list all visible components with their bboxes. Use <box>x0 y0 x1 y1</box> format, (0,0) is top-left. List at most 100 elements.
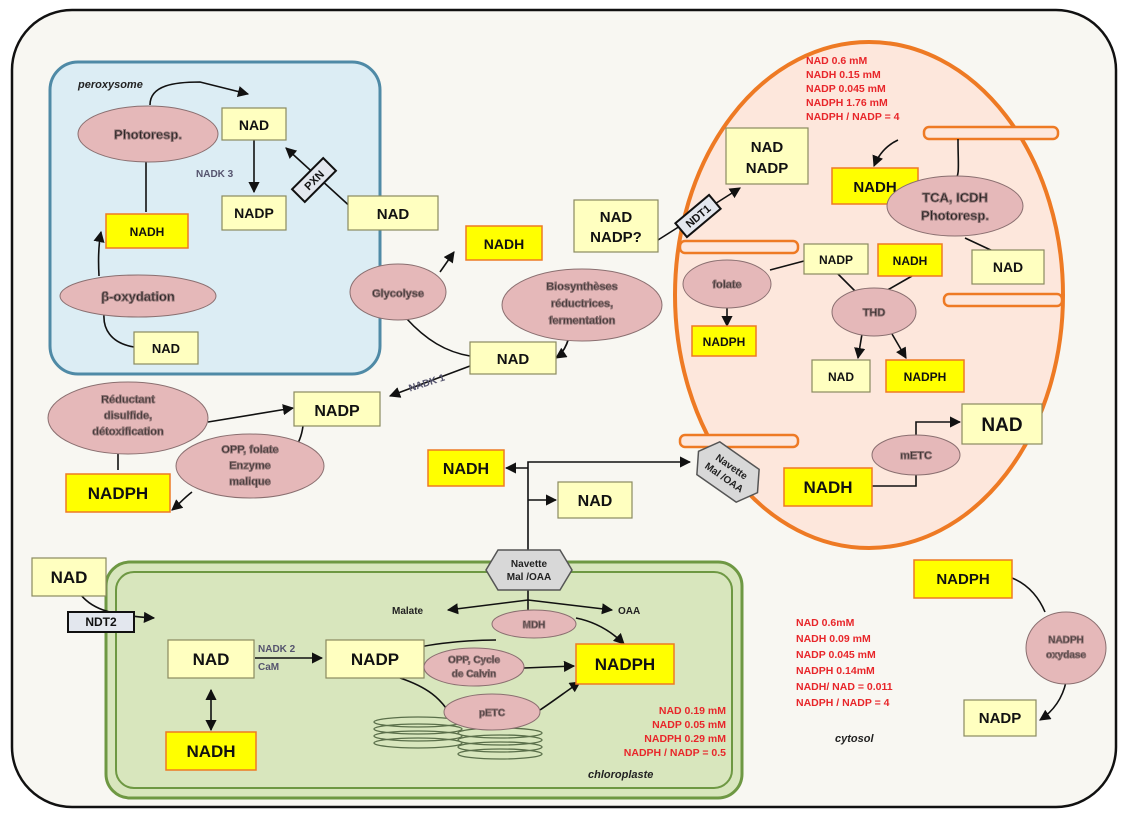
metabolite-box: NADH <box>105 213 189 249</box>
metabolite-box: NADH <box>877 243 943 277</box>
svg-text:NADPH: NADPH <box>936 571 989 588</box>
process-ellipse: Glycolyse <box>349 263 447 321</box>
svg-text:NADH: NADH <box>803 478 852 497</box>
svg-text:NADPH: NADPH <box>88 484 148 503</box>
svg-text:détoxification: détoxification <box>92 426 164 438</box>
metabolite-box: NADP <box>221 195 287 231</box>
cam-label: CaM <box>258 662 279 673</box>
svg-text:NAD: NAD <box>828 370 854 384</box>
svg-text:TCA, ICDH: TCA, ICDH <box>922 190 988 205</box>
svg-text:NAD: NAD <box>981 415 1022 436</box>
svg-text:NAD: NAD <box>497 351 530 368</box>
metabolite-box: NADPH <box>885 359 965 393</box>
svg-text:NAD: NAD <box>751 139 784 156</box>
svg-text:NADPH: NADPH <box>904 370 947 384</box>
metabolite-box: NADH <box>783 467 873 507</box>
metabolite-box: NAD <box>557 481 633 519</box>
chloroplaste-inner <box>115 571 733 789</box>
crista <box>942 292 1064 308</box>
pathway-arrows <box>76 81 1067 732</box>
process-ellipse: THD <box>831 287 917 337</box>
svg-text:NADH 0.15 mM: NADH 0.15 mM <box>806 69 881 81</box>
nadk3-label: NADK 3 <box>196 169 234 180</box>
svg-text:NADP?: NADP? <box>590 229 642 246</box>
svg-text:NAD: NAD <box>239 117 269 133</box>
metabolite-box: NAD <box>221 107 287 141</box>
svg-text:NDT2: NDT2 <box>85 615 117 629</box>
metabolite-box: NADPH <box>65 473 171 513</box>
svg-text:de Calvin: de Calvin <box>452 669 496 680</box>
svg-text:Enzyme: Enzyme <box>229 460 271 472</box>
svg-text:OPP, Cycle: OPP, Cycle <box>448 655 501 666</box>
svg-text:THD: THD <box>863 307 886 319</box>
svg-text:NAD: NAD <box>993 259 1023 275</box>
chloro-concentrations: NAD 0.19 mM NADP 0.05 mM NADPH 0.29 mM N… <box>624 705 726 759</box>
crista <box>678 239 800 255</box>
svg-text:NADPH: NADPH <box>595 655 655 674</box>
svg-text:OPP, folate: OPP, folate <box>221 444 278 456</box>
nadk2-label: NADK 2 <box>258 644 296 655</box>
process-ellipse: Photoresp. <box>77 105 219 163</box>
svg-text:NADPH / NADP = 0.5: NADPH / NADP = 0.5 <box>624 747 726 759</box>
svg-text:NADPH: NADPH <box>703 335 746 349</box>
svg-text:NADPH: NADPH <box>1048 635 1084 646</box>
crista <box>922 125 1060 141</box>
svg-text:réductrices,: réductrices, <box>551 298 613 310</box>
svg-text:NAD: NAD <box>51 568 88 587</box>
process-ellipse: OPP, Cycle de Calvin <box>423 647 525 687</box>
svg-text:NADP: NADP <box>314 403 360 420</box>
process-ellipse: Biosynthèses réductrices, fermentation <box>501 268 663 342</box>
metabolite-box: NADPH <box>691 325 757 357</box>
svg-text:NADP: NADP <box>979 710 1022 727</box>
svg-text:Navette: Navette <box>511 559 548 570</box>
svg-text:NADH/ NAD = 0.011: NADH/ NAD = 0.011 <box>796 681 893 693</box>
svg-text:NADPH / NADP = 4: NADPH / NADP = 4 <box>796 697 890 709</box>
process-ellipse: MDH <box>491 609 577 639</box>
process-ellipses: Photoresp. β-oxydation Glycolyse Biosynt… <box>47 105 1107 731</box>
svg-text:NAD: NAD <box>193 650 230 669</box>
svg-text:Glycolyse: Glycolyse <box>372 288 424 300</box>
svg-text:NAD 0.6 mM: NAD 0.6 mM <box>806 55 868 67</box>
process-ellipse: mETC <box>871 434 961 476</box>
peroxysome-label: peroxysome <box>77 79 143 91</box>
svg-text:NADP: NADP <box>234 205 274 221</box>
svg-text:mETC: mETC <box>900 450 932 462</box>
svg-text:MDH: MDH <box>523 620 546 631</box>
metabolite-box: NAD <box>133 331 199 365</box>
process-ellipse: OPP, folate Enzyme malique <box>175 433 325 499</box>
process-ellipse: NADPH oxydase <box>1025 611 1107 685</box>
metabolite-box: NAD <box>167 639 255 679</box>
svg-text:pETC: pETC <box>479 708 505 719</box>
svg-text:NAD 0.19 mM: NAD 0.19 mM <box>659 705 726 717</box>
svg-text:NADPH / NADP = 4: NADPH / NADP = 4 <box>806 111 900 123</box>
metabolite-box: NAD <box>469 341 557 375</box>
svg-text:Réductant: Réductant <box>101 394 155 406</box>
metabolite-box: NADP <box>325 639 425 679</box>
process-ellipse: folate <box>682 259 772 309</box>
ndt2-transporter: NDT2 <box>67 611 135 633</box>
navette-chloro-shuttle: Navette Mal /OAA <box>485 549 573 591</box>
svg-text:NADH 0.09 mM: NADH 0.09 mM <box>796 633 871 645</box>
mito-concentrations: NAD 0.6 mM NADH 0.15 mM NADP 0.045 mM NA… <box>806 55 900 123</box>
svg-text:Photoresp.: Photoresp. <box>921 208 989 223</box>
svg-text:NADH: NADH <box>130 225 165 239</box>
metabolite-box: NAD <box>31 557 107 597</box>
svg-text:NADP 0.05 mM: NADP 0.05 mM <box>652 719 726 731</box>
svg-text:NADP 0.045 mM: NADP 0.045 mM <box>796 649 876 661</box>
svg-text:folate: folate <box>712 279 741 291</box>
chloroplaste-label: chloroplaste <box>588 769 653 781</box>
process-ellipse: TCA, ICDH Photoresp. <box>886 175 1024 237</box>
svg-text:NAD: NAD <box>578 493 613 510</box>
svg-text:Biosynthèses: Biosynthèses <box>546 281 618 293</box>
metabolite-box: NADPH <box>913 559 1013 599</box>
metabolite-box: NAD <box>811 359 871 393</box>
process-ellipse: Réductant disulfide, détoxification <box>47 381 209 455</box>
metabolite-box: NAD <box>347 195 439 231</box>
svg-text:NADH: NADH <box>893 254 928 268</box>
metabolite-box: NADP <box>803 243 869 275</box>
svg-text:oxydase: oxydase <box>1046 650 1086 661</box>
oaa-label: OAA <box>618 606 640 617</box>
metabolite-boxes: NAD NADP NADH NAD NAD NADH NAD NADNADP? … <box>31 107 1045 771</box>
svg-text:NADP: NADP <box>351 650 399 669</box>
